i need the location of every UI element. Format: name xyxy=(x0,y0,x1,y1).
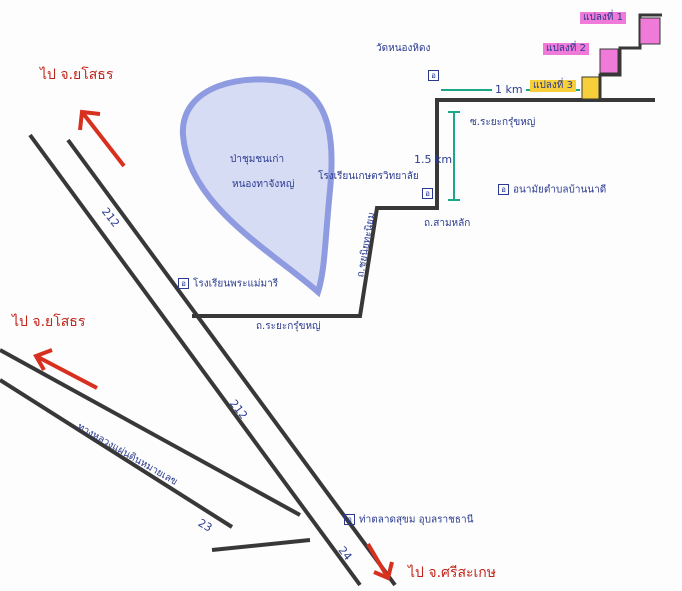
police-row: อ ท่าตลาดสุขม อุบลราชธานี xyxy=(344,514,473,526)
health-center-row: อ อนามัยตำบลบ้านนาดี xyxy=(498,184,606,196)
soi-label: ซ.ระยะกรุ๋ขหญ่ xyxy=(470,117,536,128)
police-marker-icon: อ xyxy=(344,514,355,525)
dimension-1km-label: 1 km xyxy=(492,84,526,95)
school-1-marker: อ xyxy=(422,187,437,199)
school-1-marker-icon: อ xyxy=(422,187,433,199)
plot-2-tag: แปลงที่ 2 xyxy=(543,43,589,55)
label-to-yasothon-top: ไป จ.ยโสธร xyxy=(40,67,114,83)
plot-2-shape xyxy=(599,48,619,74)
road-23-upper-edge xyxy=(0,348,301,517)
arrow-yasothon-mid xyxy=(33,348,98,390)
road-label-lower: ถ.ระยะกรุ๋ขหญ่ xyxy=(256,321,321,332)
arrow-yasothon-top xyxy=(78,109,126,168)
local-road xyxy=(192,98,655,318)
community-forest-area xyxy=(179,76,335,298)
plot-3-tag: แปลงที่ 3 xyxy=(530,80,576,92)
plot-boundary xyxy=(598,13,662,100)
temple-marker-icon: อ xyxy=(428,69,439,81)
health-center-marker-icon: อ xyxy=(498,184,509,195)
label-to-sisaket: ไป จ.ศรีสะเกษ xyxy=(408,565,496,581)
highway-212-west-edge xyxy=(28,133,362,587)
road-23-junction xyxy=(211,538,311,552)
road-23-lower-edge xyxy=(0,378,234,529)
health-center-label: อนามัยตำบลบ้านนาดี xyxy=(513,184,607,196)
plot-1-tag: แปลงที่ 1 xyxy=(580,12,626,24)
highway-212-east-edge xyxy=(66,138,397,587)
plot-1-shape xyxy=(639,17,661,45)
school-2-row: อ โรงเรียนพระแม่มารี xyxy=(178,278,278,290)
temple-marker: อ xyxy=(428,69,443,81)
road-label-upper: ถ.สามหลัก xyxy=(424,218,471,229)
dimension-1.5km-label: 1.5 km xyxy=(414,153,453,166)
school-1-label: โรงเรียนเกษตรวิทยาลัย xyxy=(318,171,419,182)
police-label: ท่าตลาดสุขม อุบลราชธานี xyxy=(359,514,474,526)
temple-label: วัดหนองหิดง xyxy=(376,43,431,54)
forest-label-2: หนองทาจังหญ่ xyxy=(232,179,295,190)
school-2-marker-icon: อ xyxy=(178,278,189,289)
plot-3-shape xyxy=(581,76,600,100)
forest-label-1: ป่าชุมชนเก่า xyxy=(230,154,285,165)
school-2-label: โรงเรียนพระแม่มารี xyxy=(193,278,279,290)
arrow-sisaket xyxy=(366,542,394,581)
label-to-yasothon-mid: ไป จ.ยโสธร xyxy=(12,314,86,330)
